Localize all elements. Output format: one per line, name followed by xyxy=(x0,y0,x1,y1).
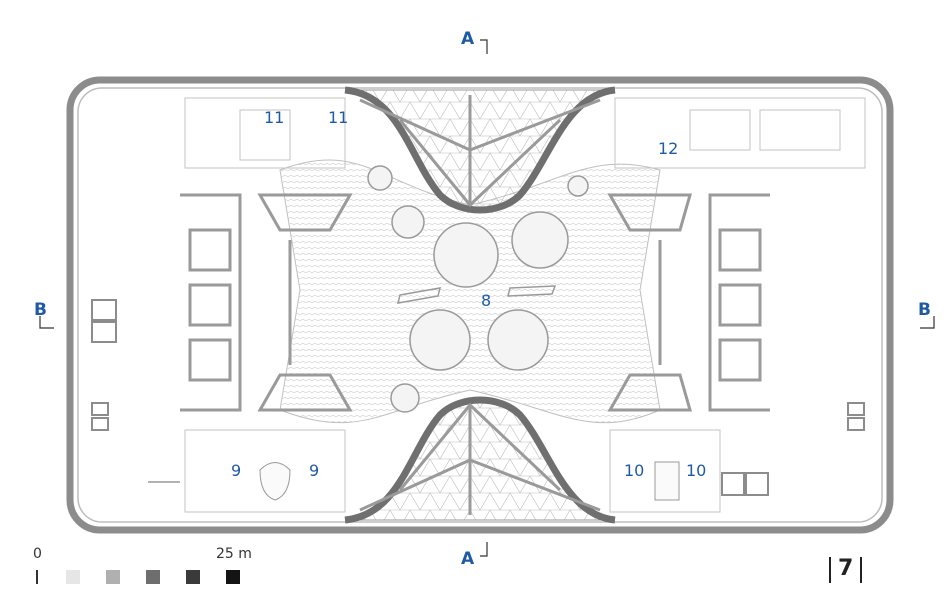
scale-swatch-4 xyxy=(186,570,200,584)
section-mark-b-left: B xyxy=(34,300,47,320)
scale-end-label: 25 m xyxy=(216,546,252,562)
sheet-bar-left xyxy=(829,557,831,583)
scale-zero-tick xyxy=(36,570,38,584)
section-mark-a-top: A xyxy=(461,29,475,49)
right-core xyxy=(607,193,770,412)
scale-swatch-3 xyxy=(146,570,160,584)
room-label-11-right: 11 xyxy=(328,108,349,127)
room-label-9-right: 9 xyxy=(309,461,320,480)
room-label-11-left: 11 xyxy=(264,108,285,127)
sheet-number: 7 xyxy=(838,556,854,581)
section-ticks xyxy=(39,39,935,557)
room-label-9-left: 9 xyxy=(231,461,242,480)
top-courtyard xyxy=(344,86,616,214)
reception-desks xyxy=(396,285,557,304)
central-atrium-floor xyxy=(279,159,661,424)
scale-swatch-1 xyxy=(66,570,80,584)
sheet-bar-right xyxy=(860,557,862,583)
scale-swatch-5 xyxy=(226,570,240,584)
building-outline xyxy=(66,76,894,534)
room-label-8: 8 xyxy=(481,291,492,310)
section-mark-b-right: B xyxy=(918,300,931,320)
room-label-10-left: 10 xyxy=(624,461,645,480)
left-core xyxy=(180,193,353,412)
section-mark-a-bottom: A xyxy=(461,549,475,569)
bottom-courtyard xyxy=(344,396,616,524)
top-rooms xyxy=(184,97,866,169)
seating-pods xyxy=(367,165,589,413)
room-label-12: 12 xyxy=(658,139,679,158)
room-label-10-right: 10 xyxy=(686,461,707,480)
left-elevators xyxy=(91,299,117,431)
scale-start-label: 0 xyxy=(33,546,42,562)
scale-swatch-2 xyxy=(106,570,120,584)
right-elevators xyxy=(721,402,865,496)
bottom-rooms xyxy=(148,429,721,513)
